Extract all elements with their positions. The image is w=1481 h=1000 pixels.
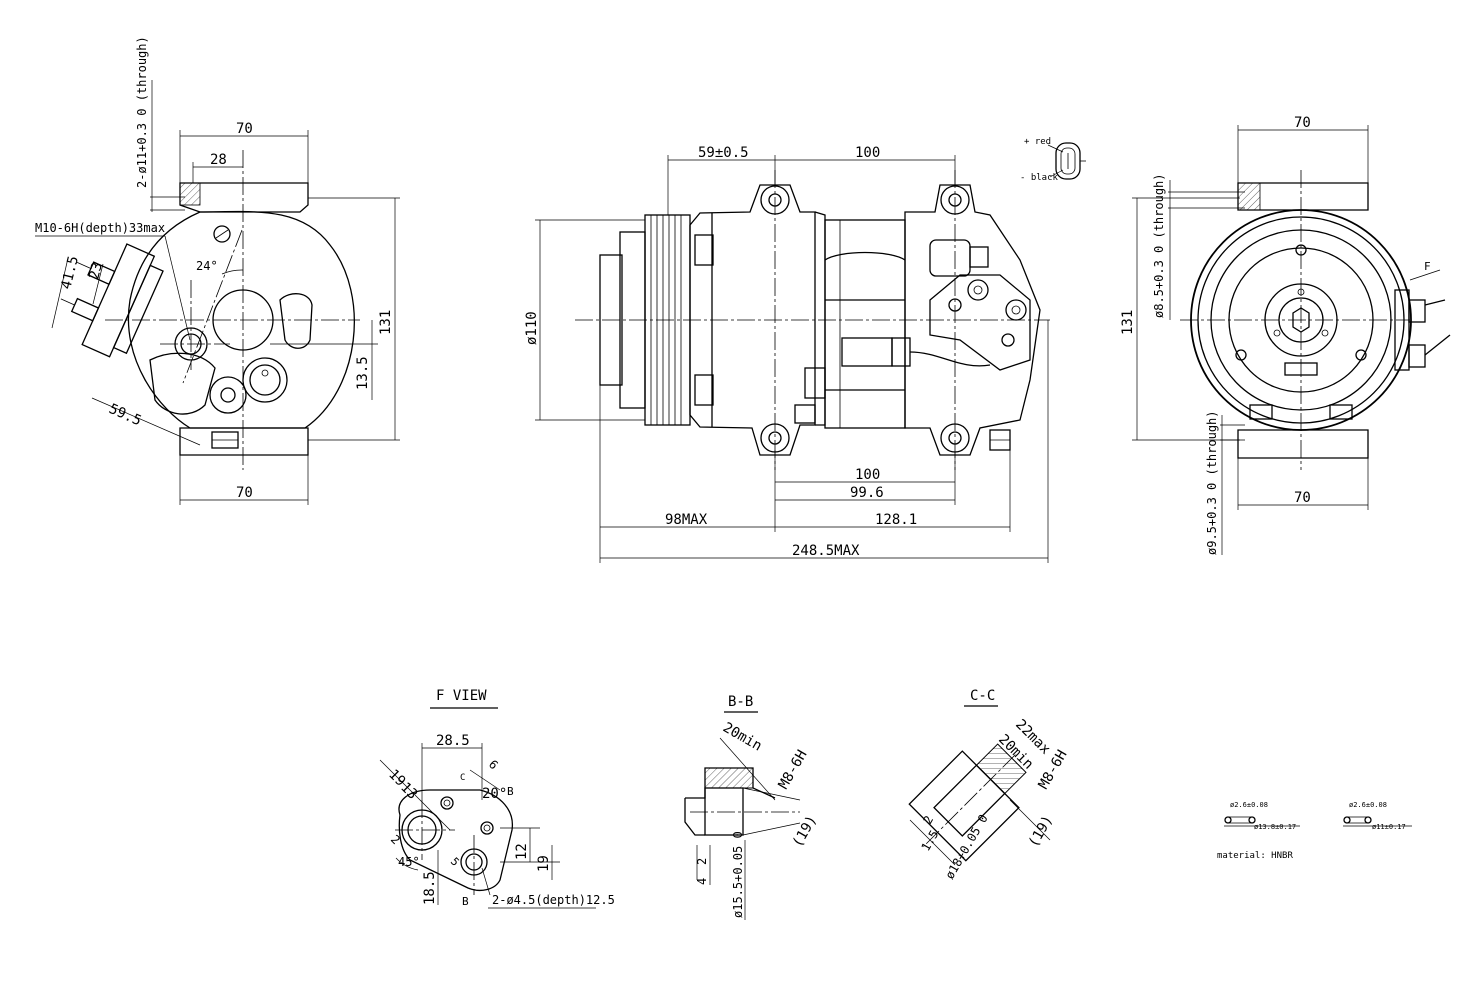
material-note: material: HNBR	[1217, 851, 1293, 861]
connector-red-label: + red	[1024, 137, 1051, 147]
dim-top-width: 70	[1294, 115, 1311, 131]
cc-dim-dia: ø18+0.05 0	[942, 812, 990, 882]
dim-98max: 98MAX	[665, 512, 708, 528]
bb-dim-2: 2	[695, 858, 709, 865]
dim-59-5: 59.5	[106, 401, 143, 429]
ring1-cross: ø2.6±0.08	[1230, 801, 1268, 809]
dim-128-1: 128.1	[875, 512, 917, 528]
f-hole-note: 2-ø4.5(depth)12.5	[492, 893, 615, 907]
dim-hole-spacing-top: 100	[855, 145, 880, 161]
dim-bottom-width: 70	[236, 485, 253, 501]
f-view-detail: F VIEW 28.5 19 13 6 20° B C 12 19 18.5	[379, 688, 615, 909]
f-view-title: F VIEW	[436, 688, 487, 704]
bb-dim-4: 4	[695, 878, 709, 885]
dim-hole-spacing-bottom: 100	[855, 467, 880, 483]
hole-note-bottom: ø9.5+0.3 0 (through)	[1205, 411, 1219, 556]
bb-dim-20min: 20min	[720, 720, 765, 755]
dim-6: 6	[486, 757, 501, 772]
bb-dim-dia: ø15.5+0.05 0	[731, 831, 745, 918]
ring1-dia: ø13.8±0.17	[1254, 823, 1296, 831]
o-ring-specs: ø2.6±0.08 ø13.8±0.17 material: HNBR ø2.6…	[1217, 801, 1412, 861]
dim-45: 45°	[398, 855, 420, 869]
cc-dim-2: 2	[920, 813, 936, 826]
dim-18-5: 18.5	[422, 871, 438, 905]
dim-offset: 13.5	[355, 356, 371, 390]
hole-note: 2-ø11+0.3 0 (through)	[135, 36, 149, 188]
dim-20: 20°	[482, 786, 507, 802]
dim-pulley-dia: ø110	[524, 311, 540, 345]
thread-note: M10-6H(depth)33max	[35, 221, 165, 235]
dim-top-inner: 28	[210, 152, 227, 168]
dim-23: 23	[86, 261, 106, 281]
front-view: 59±0.5 100 ø110 100 99.6 98MAX 128.1 248…	[524, 137, 1086, 563]
marker-b-bottom: B	[462, 895, 469, 908]
dim-top-width: 70	[236, 121, 253, 137]
dim-28-5: 28.5	[436, 733, 470, 749]
bb-dim-19: (19)	[790, 813, 821, 850]
bb-thread: M8-6H	[776, 747, 811, 792]
dim-12: 12	[514, 843, 530, 860]
marker-b-top: B	[507, 785, 514, 798]
hole-note-top: ø8.5+0.3 0 (through)	[1152, 174, 1166, 319]
right-side-view: F 70 70 131 ø8.5+0.3 0 (through) ø9.5+0.…	[1120, 115, 1451, 556]
bb-title: B-B	[728, 694, 753, 710]
cc-title: C-C	[970, 688, 995, 704]
dim-pulley-offset: 59±0.5	[698, 145, 749, 161]
left-side-view: 70 28 131 13.5 70 2-ø11+0.3 0 (through) …	[35, 36, 400, 505]
dim-height: 131	[1120, 310, 1136, 335]
b-b-section: B-B 20min M8-6H (19) 2 4 ø15.5+0.05 0	[684, 694, 821, 920]
ring2-dia: ø11±0.17	[1372, 823, 1406, 831]
dim-bottom-width: 70	[1294, 490, 1311, 506]
dim-99-6: 99.6	[850, 485, 884, 501]
view-marker-f: F	[1424, 260, 1431, 273]
dim-41-5: 41.5	[58, 254, 82, 291]
ring2-cross: ø2.6±0.08	[1349, 801, 1387, 809]
marker-c: C	[460, 773, 465, 783]
connector-black-label: - black	[1020, 173, 1059, 183]
dim-angle: 24°	[196, 259, 218, 273]
dim-overall: 248.5MAX	[792, 543, 860, 559]
dim-19b: 19	[536, 855, 552, 872]
dim-height: 131	[378, 310, 394, 335]
c-c-section: C-C 22max 20min M8-6H (19) 2 1.5 ø18+0.0…	[908, 688, 1071, 882]
dim-5: 5	[448, 855, 462, 869]
